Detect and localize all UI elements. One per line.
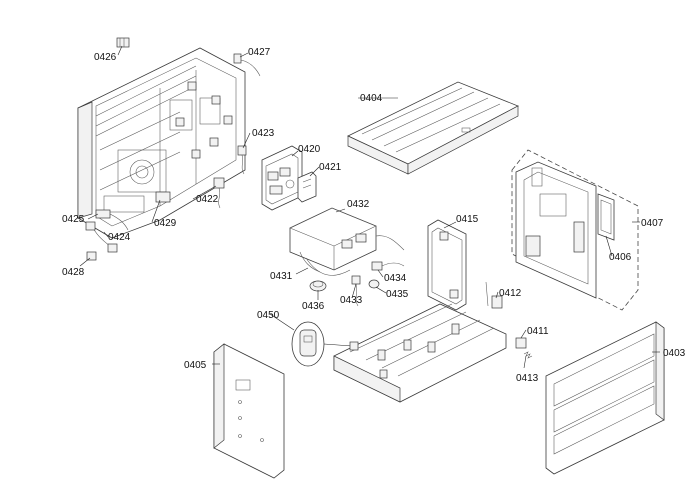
part-0404-top-cover[interactable] — [347, 81, 519, 175]
callout-0403: 0403 — [663, 348, 686, 359]
callout-0411: 0411 — [527, 326, 549, 337]
callout-0450: 0450 — [257, 310, 280, 321]
part-0436-cap[interactable] — [309, 280, 327, 292]
part-0428-plug[interactable] — [86, 251, 97, 261]
callout-0427: 0427 — [248, 47, 271, 58]
part-0435-clip[interactable] — [368, 279, 380, 289]
callout-0431: 0431 — [270, 271, 293, 282]
callout-0429: 0429 — [154, 218, 177, 229]
callout-0433: 0433 — [340, 295, 363, 306]
part-0425-holder[interactable] — [95, 209, 129, 231]
callout-0405: 0405 — [184, 360, 207, 371]
part-0411-clip[interactable] — [515, 337, 527, 349]
part-0450-insert[interactable] — [291, 321, 359, 367]
part-0423-clip[interactable] — [237, 145, 247, 175]
callout-0407: 0407 — [641, 218, 664, 229]
callout-0425: 0425 — [62, 214, 85, 225]
leader-lines — [79, 45, 660, 369]
part-0407-door-assembly[interactable] — [511, 149, 639, 311]
callout-0432: 0432 — [347, 199, 370, 210]
part-0434-connector[interactable] — [371, 261, 405, 271]
callout-0422: 0422 — [196, 194, 219, 205]
part-0420-electronic-module[interactable] — [261, 145, 303, 211]
part-0422-cable[interactable] — [213, 177, 225, 209]
callout-0412: 0412 — [499, 288, 522, 299]
callout-0421: 0421 — [319, 162, 342, 173]
callout-0406: 0406 — [609, 252, 632, 263]
callout-0424: 0424 — [108, 232, 131, 243]
part-0427-clip[interactable] — [233, 53, 261, 77]
callout-0435: 0435 — [386, 289, 409, 300]
callout-0420: 0420 — [298, 144, 321, 155]
part-0405-side-panel[interactable] — [213, 343, 285, 479]
callout-0415: 0415 — [456, 214, 479, 225]
callout-0404: 0404 — [360, 93, 383, 104]
part-0403-side-panel[interactable] — [545, 321, 665, 475]
part-base-tub[interactable] — [333, 303, 507, 403]
part-0432-control-unit[interactable] — [289, 207, 405, 273]
part-0429-bracket[interactable] — [155, 191, 171, 203]
callout-0413: 0413 — [516, 373, 539, 384]
callout-0436: 0436 — [302, 301, 325, 312]
part-0415-rear-wall[interactable] — [427, 219, 467, 311]
part-0412-bracket[interactable] — [485, 281, 503, 309]
part-0413-spring[interactable] — [523, 351, 533, 359]
part-0426-connector[interactable] — [116, 37, 130, 48]
part-0431-cable[interactable] — [305, 257, 351, 276]
callout-0423: 0423 — [252, 128, 275, 139]
part-0406-handle[interactable] — [597, 193, 615, 241]
callout-0426: 0426 — [94, 52, 117, 63]
callout-labels: 0426 0427 0404 0423 0420 0421 0422 0432 … — [62, 47, 686, 384]
part-0424-cable[interactable] — [85, 221, 118, 253]
callout-0428: 0428 — [62, 267, 85, 278]
main-housing-frame[interactable] — [77, 47, 246, 239]
callout-0434: 0434 — [384, 273, 407, 284]
part-0421-module-cover[interactable] — [297, 171, 317, 203]
